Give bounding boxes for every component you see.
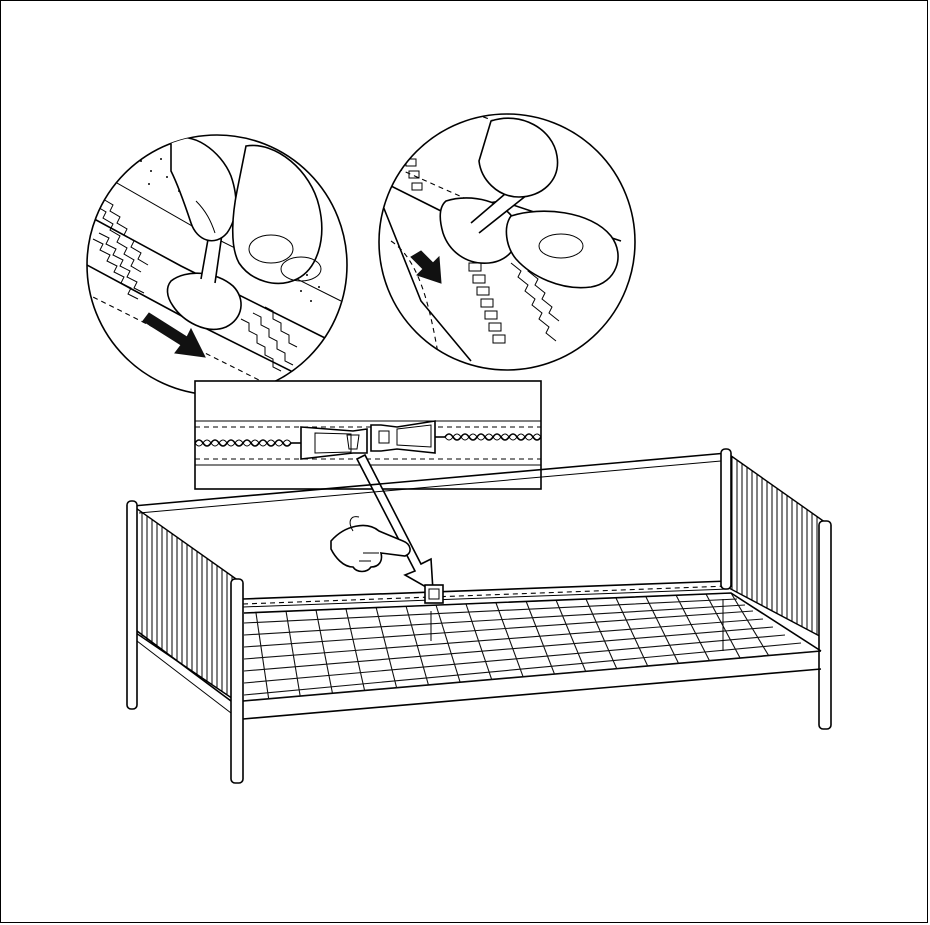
post-back-right (720, 448, 732, 590)
zip-slider-icon (424, 584, 444, 604)
slat-panel-left (132, 504, 240, 705)
zip-teeth-top (405, 158, 423, 191)
arrow-icon (410, 250, 442, 284)
pointing-hand-icon (330, 516, 411, 573)
wire-mesh-base (244, 593, 821, 701)
daybed-frame (126, 448, 832, 784)
zip-teeth-closed (240, 306, 298, 372)
thumb (478, 117, 559, 198)
pointer-arrow (355, 453, 434, 593)
zip-teeth-upper (95, 198, 149, 273)
zip-teeth-lower (92, 232, 145, 300)
post-back-left (126, 500, 138, 710)
zip-detail-left (86, 134, 348, 396)
zip-slider-right (370, 420, 436, 454)
post-front-left (230, 578, 244, 784)
arrow-icon (142, 312, 206, 358)
finger (231, 144, 323, 285)
post-front-right (818, 520, 832, 730)
thumb (170, 136, 237, 242)
zip-detail-right (378, 113, 636, 371)
finger (505, 210, 619, 289)
zip-strip-panel (194, 380, 542, 490)
zip-slider-left (300, 426, 368, 460)
zip-teeth-column (468, 262, 506, 344)
